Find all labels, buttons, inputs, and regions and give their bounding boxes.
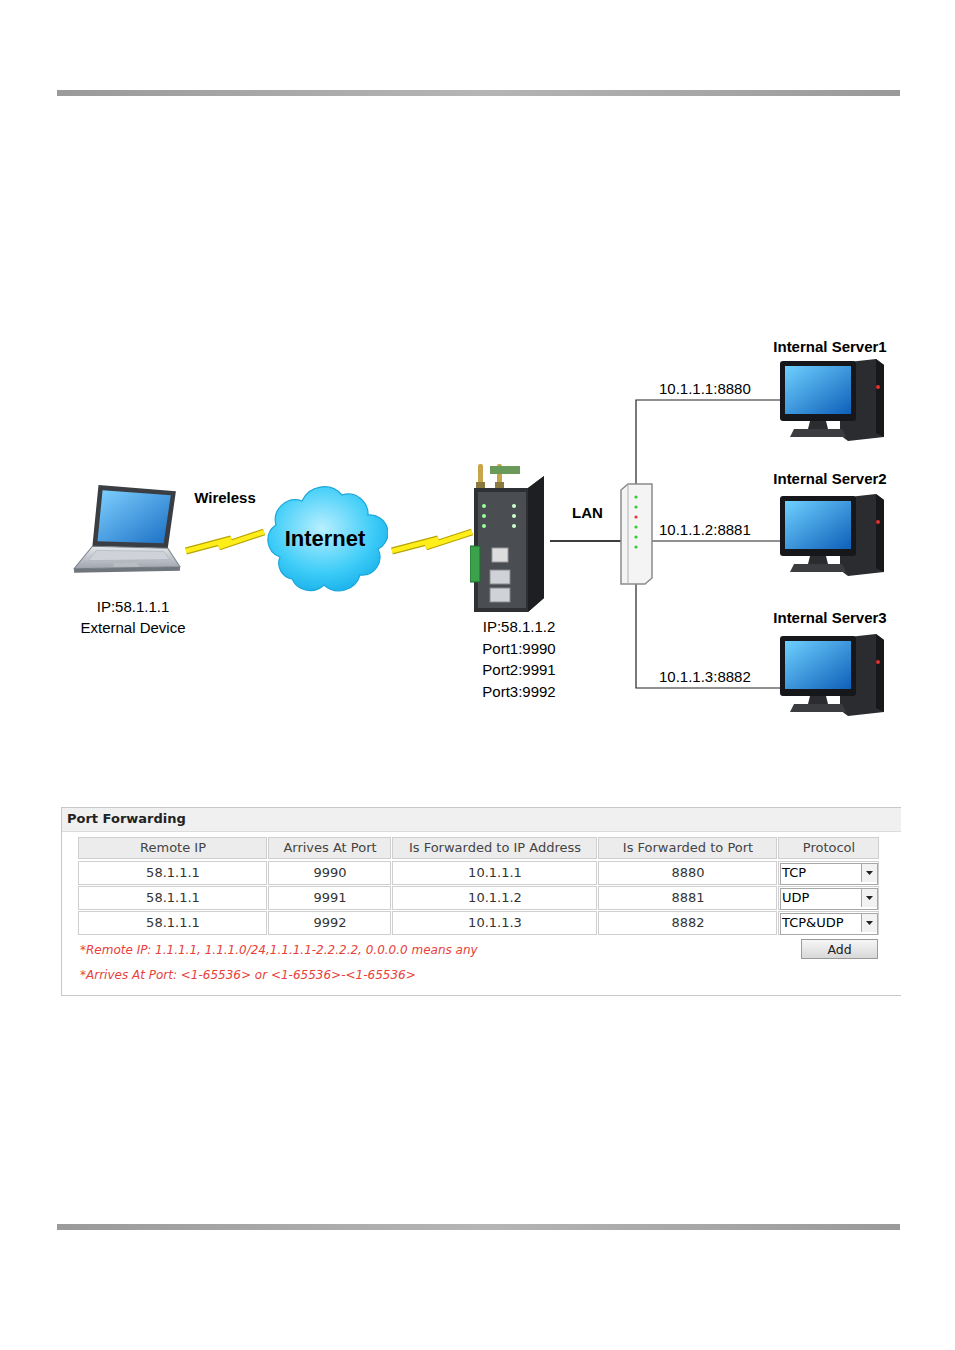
button-text-box: Add bbox=[802, 940, 877, 958]
laptop-icon bbox=[70, 483, 182, 581]
cell-text-box: Remote IP bbox=[78, 837, 268, 859]
cell-text-box: 58.1.1.1 bbox=[78, 861, 268, 885]
router-node: IP:58.1.1.2Port1:9990Port2:9991Port3:999… bbox=[463, 460, 575, 700]
panel-title-bar bbox=[62, 808, 901, 832]
wireless-link bbox=[392, 532, 472, 551]
lan-cable bbox=[550, 400, 782, 541]
cell-text-box: 9991 bbox=[268, 886, 392, 910]
cell-text-box: 9992 bbox=[268, 911, 392, 935]
node-title: Internal Server2 bbox=[773, 469, 886, 488]
select-value: TCP&UDP bbox=[782, 915, 844, 931]
wireless-link bbox=[186, 532, 264, 551]
hint-note: *Arrives At Port: <1-65536> or <1-65536>… bbox=[80, 967, 416, 983]
cell-value: 10.1.1.1 bbox=[468, 865, 522, 881]
text-block: Internal Server2 bbox=[766, 469, 894, 488]
edge-label: Wireless bbox=[193, 489, 257, 506]
node-text: External Device bbox=[80, 617, 185, 638]
panel-title: Port Forwarding bbox=[67, 811, 186, 827]
bolt-outline bbox=[392, 532, 472, 551]
cloud-label: Internet bbox=[285, 526, 366, 552]
cell-text-box: Is Forwarded to IP Address bbox=[392, 837, 598, 859]
laptop-node: IP:58.1.1.1External Device bbox=[66, 480, 200, 640]
column-header: Remote IP bbox=[140, 840, 206, 856]
cell-text-box: 8882 bbox=[598, 911, 778, 935]
add-button: Add bbox=[801, 939, 878, 959]
cell-value: 8881 bbox=[671, 890, 704, 906]
network-switch bbox=[621, 484, 652, 584]
text-block: Internet bbox=[262, 483, 388, 595]
pc-icon bbox=[780, 357, 886, 441]
select-value: TCP bbox=[782, 865, 806, 881]
lan-cable bbox=[550, 541, 782, 688]
cell-text-box: TCP&UDP bbox=[778, 911, 880, 935]
text-block: Internal Server1 bbox=[766, 337, 894, 356]
link-label: LAN bbox=[572, 504, 603, 521]
select-value: UDP bbox=[782, 890, 809, 906]
router-icon bbox=[470, 462, 546, 614]
node-text: Port2:9991 bbox=[482, 659, 555, 681]
cell-value: 8882 bbox=[671, 915, 704, 931]
node-text: Port1:9990 bbox=[482, 638, 555, 660]
select-button bbox=[861, 914, 877, 932]
node-title: Internal Server3 bbox=[773, 608, 886, 627]
cell-value: 58.1.1.1 bbox=[146, 915, 200, 931]
column-header: Protocol bbox=[803, 840, 855, 856]
cell-text-box: 10.1.1.1 bbox=[392, 861, 598, 885]
cell-value: 9990 bbox=[313, 865, 346, 881]
cell-text-box: 10.1.1.2 bbox=[392, 886, 598, 910]
server-node: Internal Server3 bbox=[766, 607, 894, 719]
bolt-outline bbox=[186, 532, 264, 551]
cell-text-box: 8881 bbox=[598, 886, 778, 910]
node-text: Port3:9992 bbox=[482, 681, 555, 703]
server-node: Internal Server1 bbox=[766, 336, 894, 444]
cell-text-box: Protocol bbox=[778, 837, 880, 859]
cell-value: 10.1.1.2 bbox=[468, 890, 522, 906]
node-title: Internal Server1 bbox=[773, 337, 886, 356]
edge-label: 10.1.1.3:8882 bbox=[658, 668, 752, 685]
text-block: IP:58.1.1.1External Device bbox=[66, 596, 200, 638]
cell-value: 8880 bbox=[671, 865, 704, 881]
select-button bbox=[861, 889, 877, 907]
cell-value: 58.1.1.1 bbox=[146, 865, 200, 881]
cell-text-box: 10.1.1.3 bbox=[392, 911, 598, 935]
pc-icon bbox=[780, 632, 886, 716]
cell-text-box: 58.1.1.1 bbox=[78, 886, 268, 910]
text-block: Internal Server3 bbox=[766, 608, 894, 627]
internet-cloud: Internet bbox=[262, 483, 388, 595]
cell-value: 10.1.1.3 bbox=[468, 915, 522, 931]
column-header: Arrives At Port bbox=[283, 840, 376, 856]
edge-label: 10.1.1.2:8881 bbox=[658, 521, 752, 538]
server-node: Internal Server2 bbox=[766, 468, 894, 580]
column-header: Is Forwarded to Port bbox=[623, 840, 753, 856]
cell-text-box: UDP bbox=[778, 886, 880, 910]
cell-text-box: Arrives At Port bbox=[268, 837, 392, 859]
cell-text-box: 9990 bbox=[268, 861, 392, 885]
button-label: Add bbox=[827, 942, 851, 957]
cell-text-box: TCP bbox=[778, 861, 880, 885]
cell-text-box: 8880 bbox=[598, 861, 778, 885]
column-header: Is Forwarded to IP Address bbox=[409, 840, 581, 856]
cell-text-box: 58.1.1.1 bbox=[78, 911, 268, 935]
cell-value: 9991 bbox=[313, 890, 346, 906]
pc-icon bbox=[780, 492, 886, 576]
cell-value: 9992 bbox=[313, 915, 346, 931]
footer-rule bbox=[57, 1224, 900, 1230]
node-text: IP:58.1.1.2 bbox=[483, 616, 556, 638]
cell-text-box: Is Forwarded to Port bbox=[598, 837, 778, 859]
edge-label: 10.1.1.1:8880 bbox=[658, 380, 752, 397]
node-text: IP:58.1.1.1 bbox=[97, 596, 170, 617]
hint-note: *Remote IP: 1.1.1.1, 1.1.1.0/24,1.1.1.1-… bbox=[80, 942, 478, 958]
text-block: IP:58.1.1.2Port1:9990Port2:9991Port3:999… bbox=[463, 616, 575, 702]
select-button bbox=[861, 864, 877, 882]
header-rule bbox=[57, 90, 900, 96]
cell-value: 58.1.1.1 bbox=[146, 890, 200, 906]
